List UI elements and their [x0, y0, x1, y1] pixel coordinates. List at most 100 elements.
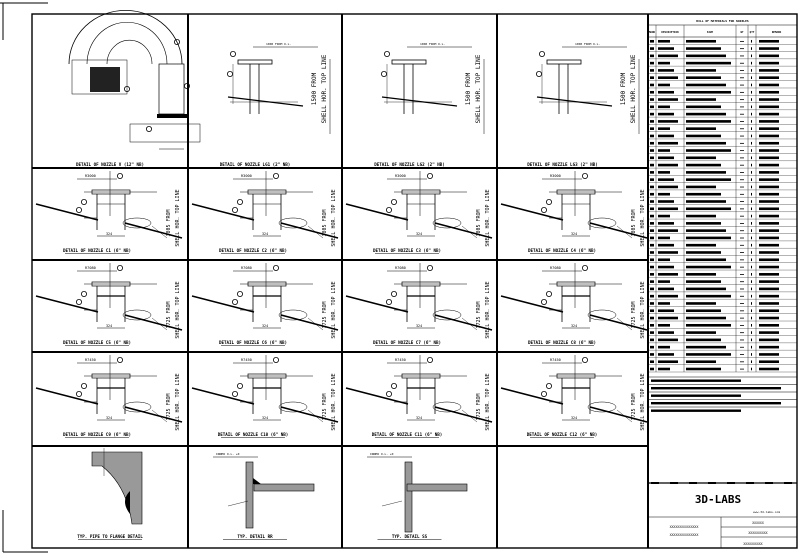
cell-description — [658, 98, 678, 101]
cell-description — [658, 149, 670, 152]
cell-qty — [751, 192, 752, 196]
detail-caption: TYP. DETAIL RR — [237, 534, 273, 539]
cell-wt — [740, 150, 744, 152]
cell-qty — [751, 76, 752, 79]
item-balloon — [236, 290, 243, 297]
cell-wt — [740, 201, 744, 202]
cell-size — [686, 338, 721, 342]
elevation-note: SHELL HOR. TOP LINE — [331, 281, 337, 338]
cell-wt — [740, 266, 744, 268]
cell-remark — [759, 207, 779, 211]
cell-qty — [751, 120, 752, 123]
title-field: XXXXXXXXXXXXXXX — [670, 533, 699, 537]
detail-caption: DETAIL OF NOZZLE C1 (6" NB) — [63, 248, 131, 253]
item-balloon — [81, 290, 88, 297]
cell-wt — [740, 295, 744, 297]
cell-size — [686, 127, 716, 130]
cell-mark — [650, 273, 654, 276]
cell-qty — [751, 214, 752, 218]
cell-size — [686, 287, 726, 291]
cell-remark — [759, 90, 779, 94]
general-note — [651, 402, 781, 405]
cell-wt — [740, 332, 744, 334]
cell-mark — [650, 163, 654, 167]
leader — [151, 409, 168, 423]
item-balloon — [236, 198, 243, 205]
cell-wt — [740, 288, 744, 290]
cell-qty — [751, 39, 752, 43]
cell-mark — [650, 265, 654, 269]
cell-remark — [759, 338, 779, 342]
elevation-note: 1725 FROM — [166, 393, 172, 420]
revision-mark — [765, 482, 773, 484]
cell-remark — [759, 345, 779, 349]
cell-size — [686, 156, 716, 160]
elevation-note: SHELL HOR. TOP LINE — [640, 373, 646, 430]
shell-plate — [345, 295, 409, 313]
cell-wt — [740, 48, 744, 50]
item-balloon — [541, 298, 548, 305]
cell-remark — [759, 54, 779, 58]
item-balloon — [76, 206, 83, 213]
cell-mark — [650, 294, 654, 298]
cell-remark — [759, 127, 779, 130]
cell-description — [658, 243, 674, 247]
cell-qty — [751, 309, 752, 313]
weld-detail-marker — [432, 309, 462, 321]
cell-qty — [751, 280, 752, 283]
cell-wt — [740, 40, 744, 42]
cell-size — [686, 309, 721, 313]
cell-description — [658, 273, 678, 276]
flange — [237, 59, 273, 65]
leader — [616, 225, 633, 239]
item-balloon — [236, 382, 243, 389]
cell-size — [686, 222, 721, 225]
item-balloon — [117, 172, 124, 179]
shell-plate — [191, 387, 255, 405]
detail-top-1: DETAIL OF NOZZLE V (12" NB) — [68, 10, 201, 168]
cell-mark — [650, 76, 654, 79]
cell-description — [658, 265, 674, 269]
item-balloon — [76, 298, 83, 305]
cell-remark — [759, 294, 779, 298]
dimension-note: INNER O.L. +0 — [370, 452, 394, 456]
cell-description — [658, 214, 670, 218]
cell-mark — [650, 112, 654, 116]
cell-description — [658, 141, 678, 145]
cell-wt — [740, 193, 744, 195]
cell-wt — [740, 99, 744, 101]
cell-remark — [759, 265, 779, 269]
radius-label: R7450 — [550, 358, 561, 362]
cell-qty — [751, 294, 752, 298]
company-website: www.3d-labs.com — [753, 510, 780, 514]
cell-remark — [759, 192, 779, 196]
shell-plate — [500, 295, 564, 313]
cell-description — [658, 178, 674, 181]
radius-label: R7080 — [550, 266, 561, 270]
cell-wt — [740, 237, 744, 239]
cell-qty — [751, 222, 752, 225]
item-balloon — [145, 126, 152, 133]
cell-size — [686, 98, 716, 101]
cell-qty — [751, 112, 752, 116]
shell-plate — [35, 387, 99, 405]
cell-description — [658, 47, 674, 50]
item-balloon — [272, 356, 279, 363]
cell-remark — [759, 98, 779, 101]
cell-wt — [740, 230, 744, 232]
cell-size — [686, 171, 726, 174]
cell-qty — [751, 185, 752, 189]
cell-description — [658, 127, 670, 130]
elevation-note: SHELL HOR. TOP LINE — [640, 281, 646, 338]
vent-bend — [106, 39, 153, 65]
flange — [247, 373, 287, 379]
dimension-value: 324 — [571, 324, 577, 328]
plate-section — [253, 483, 315, 492]
cell-wt — [740, 339, 744, 341]
cell-qty — [751, 149, 752, 152]
cell-wt — [740, 164, 744, 166]
item-balloon — [117, 356, 124, 363]
